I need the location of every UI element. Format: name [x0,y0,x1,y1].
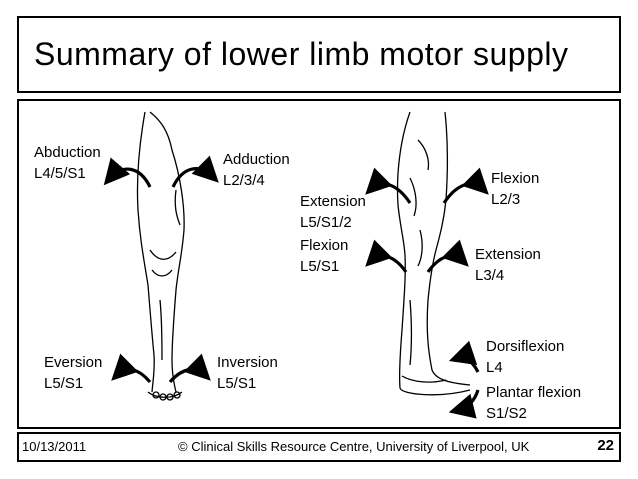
hip-extension-label: Extension L5/S1/2 [300,193,366,231]
slide-title: Summary of lower limb motor supply [34,36,569,72]
footer-frame [17,432,621,462]
content-frame [17,99,621,429]
adduction-label: Adduction L2/3/4 [223,151,290,189]
lateral-leg-drawing [396,111,471,396]
eversion-arrow [111,353,152,384]
inversion-label: Inversion L5/S1 [217,354,278,392]
knee-extension-arrow [426,239,469,273]
hip-flexion-label: Flexion L2/3 [491,170,540,208]
page-number: 22 [597,437,614,454]
knee-extension-label: Extension L3/4 [475,246,541,284]
dorsiflexion-label: Dorsiflexion L4 [486,338,565,376]
knee-flexion-label: Flexion L5/S1 [300,237,349,275]
dorsiflexion-arrow [448,340,480,373]
abduction-arrow [103,157,152,188]
adduction-arrow [171,155,219,188]
knee-flexion-arrow [365,239,408,273]
inversion-arrow [168,353,211,384]
footer-date: 10/13/2011 [22,439,87,454]
hip-flexion-arrow [442,167,489,204]
abduction-label: Abduction L4/5/S1 [34,144,101,182]
plantar-flexion-arrow [448,389,480,419]
eversion-label: Eversion L5/S1 [44,354,103,392]
plantar-flexion-label: Plantar flexion S1/S2 [486,384,582,422]
title-frame [17,16,621,93]
footer-credit: © Clinical Skills Resource Centre, Unive… [178,439,530,454]
hip-extension-arrow [365,167,412,204]
anterior-leg-drawing [136,111,185,401]
movement-arrows [103,155,489,419]
